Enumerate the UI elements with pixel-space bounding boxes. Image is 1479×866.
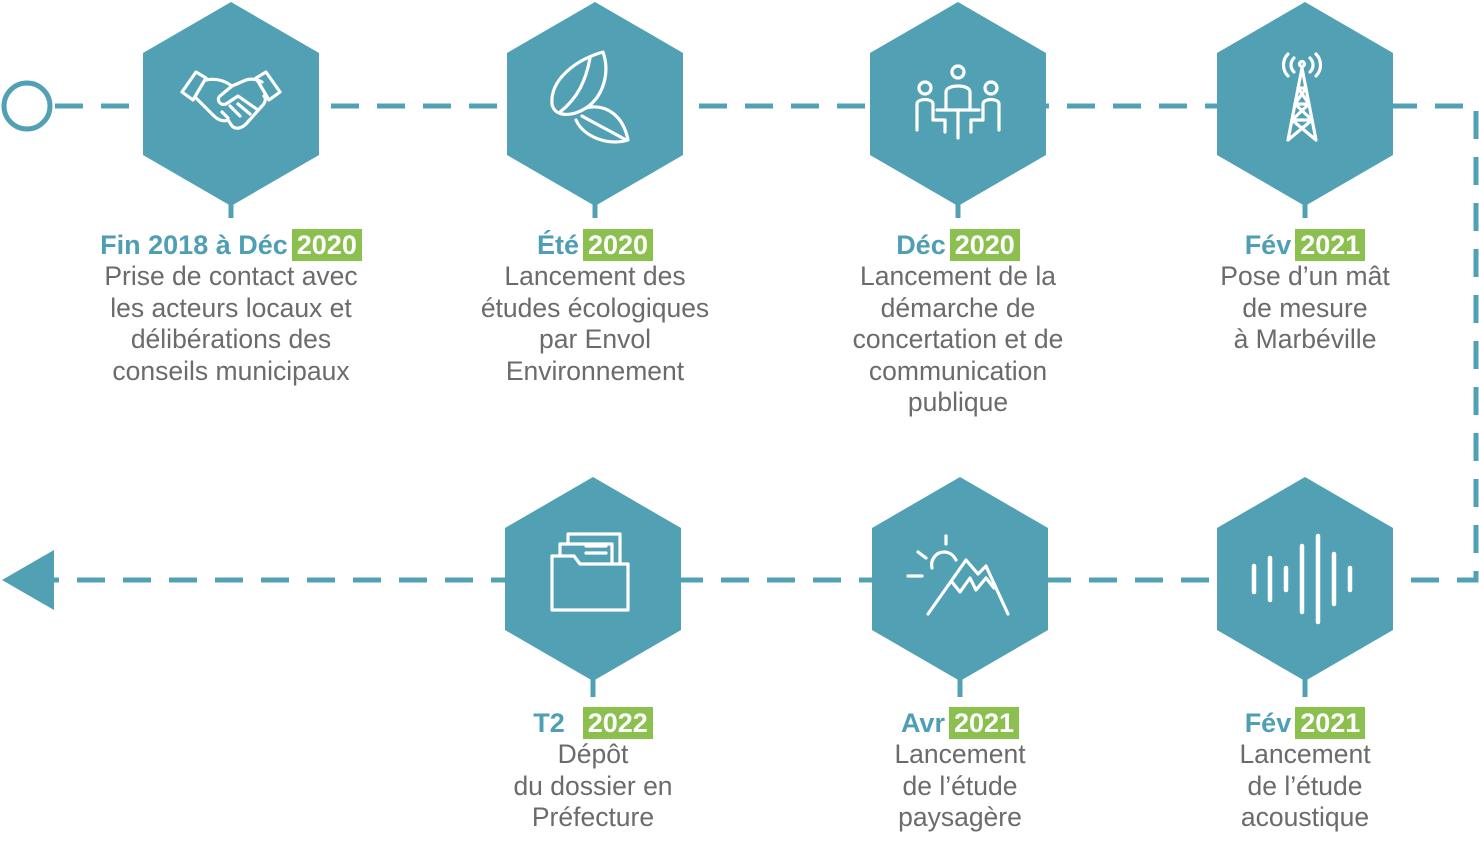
- timeline-step: T2 2022 Dépôt du dossier en Préfecture: [433, 707, 753, 834]
- description-line: démarche de: [880, 292, 1036, 323]
- description-line: par Envol: [539, 324, 651, 355]
- hexagon-step7: [505, 477, 681, 681]
- description-line: Prise de contact avec: [104, 261, 358, 291]
- description-line: délibérations des: [130, 324, 332, 355]
- description-line: études écologiques: [480, 292, 710, 323]
- step-description: Lancement de l’étude paysagère: [800, 739, 1120, 834]
- handshake-icon: [180, 70, 282, 130]
- description-line: publique: [907, 387, 1009, 418]
- meeting-icon: [915, 64, 1001, 140]
- date-year-badge: 2020: [291, 229, 362, 261]
- date-year-badge: 2022: [582, 707, 653, 739]
- step-description: Prise de contact avec les acteurs locaux…: [71, 261, 391, 387]
- hexagon-step1: [143, 2, 319, 206]
- description-line: Lancement: [1239, 739, 1371, 769]
- date-prefix: Avr: [900, 708, 945, 738]
- date-prefix: Été: [536, 230, 579, 260]
- hexagon-step2: [507, 2, 683, 206]
- date-year-badge: 2021: [948, 707, 1020, 739]
- hexagon-step5: [1217, 477, 1393, 681]
- description-line: concertation et de: [852, 324, 1064, 355]
- date-year-badge: 2020: [949, 229, 1020, 261]
- description-line: communication: [868, 355, 1048, 386]
- step-description: Lancement des études écologiques par Env…: [435, 261, 755, 387]
- timeline-start-circle: [1, 80, 53, 132]
- date-prefix: Fin 2018 à Déc: [100, 230, 288, 260]
- description-line: Lancement de la: [860, 261, 1056, 291]
- description-line: Dépôt: [557, 739, 629, 769]
- antenna-mast-icon: [1281, 52, 1323, 142]
- timeline-end-arrow: [2, 550, 54, 610]
- date-prefix: Déc: [896, 230, 946, 260]
- description-line: de l’étude: [1247, 770, 1363, 801]
- step-description: Lancement de la démarche de concertation…: [798, 261, 1118, 419]
- mountain-sun-icon: [906, 534, 1010, 616]
- description-line: les acteurs locaux et: [110, 292, 352, 323]
- date-prefix: Fév: [1244, 230, 1292, 260]
- step-date: T2 2022: [433, 707, 753, 739]
- description-line: Pose d’un mât: [1220, 261, 1390, 291]
- sound-wave-icon: [1251, 533, 1353, 625]
- step-description: Lancement de l’étude acoustique: [1145, 739, 1465, 834]
- description-line: de mesure: [1242, 292, 1368, 323]
- description-line: Lancement des: [504, 261, 686, 291]
- timeline-path-top: [54, 103, 1479, 583]
- description-line: Lancement: [894, 739, 1026, 769]
- description-line: Préfecture: [531, 802, 655, 833]
- folder-icon: [550, 532, 630, 612]
- description-line: paysagère: [898, 802, 1022, 833]
- step-description: Pose d’un mât de mesure à Marbéville: [1145, 261, 1465, 356]
- leaves-icon: [550, 50, 630, 144]
- hexagon-step3: [870, 2, 1046, 206]
- description-line: de l’étude: [902, 770, 1018, 801]
- date-year-badge: 2020: [582, 229, 654, 261]
- description-line: acoustique: [1240, 802, 1370, 833]
- description-line: Environnement: [505, 355, 685, 386]
- description-line: du dossier en: [513, 770, 673, 801]
- date-year-badge: 2021: [1295, 707, 1366, 739]
- hexagon-step6: [872, 477, 1048, 681]
- date-prefix: Fév: [1244, 708, 1292, 738]
- date-prefix: T2: [533, 708, 565, 738]
- description-line: à Marbéville: [1233, 324, 1377, 355]
- step-description: Dépôt du dossier en Préfecture: [433, 739, 753, 834]
- date-year-badge: 2021: [1295, 229, 1366, 261]
- description-line: conseils municipaux: [112, 355, 350, 386]
